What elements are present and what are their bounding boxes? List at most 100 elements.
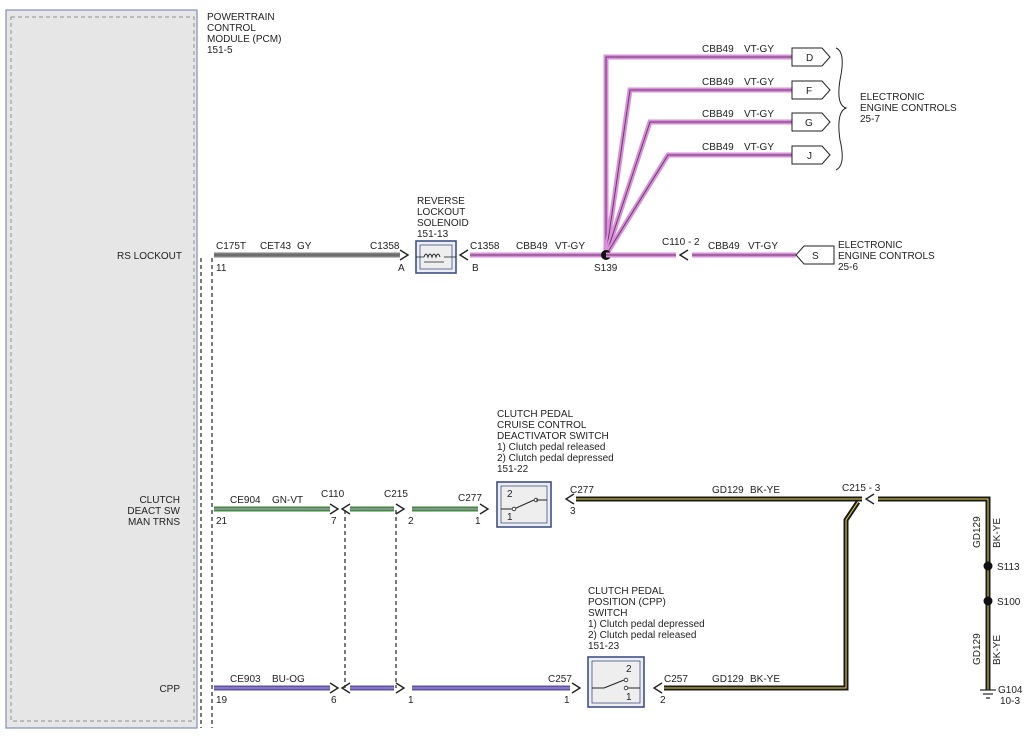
eec-bracket [835,47,848,171]
svg-text:25-7: 25-7 [860,114,880,125]
wire-ce904-color: GN-VT [272,495,303,506]
wire-gd129-cpp-label: GD129 [712,674,744,685]
svg-text:VT-GY: VT-GY [744,142,774,153]
switch-pos-2: 2 [507,489,513,500]
wire-cet43-color: GY [297,241,312,252]
pin-19: 19 [216,695,228,706]
svg-text:CLUTCH PEDAL: CLUTCH PEDAL [497,409,574,420]
svg-text:CBB49: CBB49 [702,142,734,153]
solenoid-title: REVERSE LOCKOUT SOLENOID 151-13 [417,196,469,240]
svg-text:BK-YE: BK-YE [992,635,1003,665]
wire-cbb49-b-color: VT-GY [555,241,585,252]
pcm-module [5,9,198,729]
svg-text:CBB49: CBB49 [702,109,734,120]
wire-ce903-color: BU-OG [272,674,305,685]
svg-text:2) Clutch pedal released: 2) Clutch pedal released [588,630,696,641]
pin-label-cpp: CPP [159,684,180,695]
pin-2-c257: 2 [660,695,666,706]
connector-arrow-a [399,249,410,261]
connector-arrow-b [458,249,469,261]
connector-c110-cpp [329,682,351,694]
cpp-switch-title: CLUTCH PEDAL POSITION (CPP) SWITCH 1) Cl… [588,586,705,652]
connector-c277-in [479,503,490,515]
ground-vertical-label-top: GD129 BK-YE [972,516,1003,548]
svg-text:25-6: 25-6 [838,262,858,273]
svg-text:S: S [812,251,819,262]
connector-arrow-c257-out [652,682,663,694]
svg-text:LOCKOUT: LOCKOUT [417,207,465,218]
wire-gd129-label: GD129 [712,485,744,496]
svg-text:CLUTCH PEDAL: CLUTCH PEDAL [588,586,665,597]
splice-s113 [983,561,993,571]
eec-branch-f: CBB49 VT-GY F [702,77,831,100]
connector-c257-out: C257 [664,674,688,685]
svg-text:ELECTRONIC: ELECTRONIC [838,240,902,251]
wire-gd129-cpp-color: BK-YE [750,674,780,685]
svg-text:POSITION (CPP): POSITION (CPP) [588,597,666,608]
wire-gd129-color: BK-YE [750,485,780,496]
pin-1-c257: 1 [564,695,570,706]
wire-cbb49-s-color: VT-GY [748,241,778,252]
splice-s100-label: S100 [997,597,1021,608]
clutch-switch-title: CLUTCH PEDAL CRUISE CONTROL DEACTIVATOR … [497,409,614,475]
connector-c110-clutch [329,503,351,515]
eec-connector-s: S [795,245,835,265]
connector-c110-label: C110 [321,489,345,500]
splice-s113-label: S113 [997,562,1020,573]
svg-text:F: F [806,86,812,97]
svg-text:151-13: 151-13 [417,229,449,240]
shield-lines [200,258,397,728]
eec-branch-wires [603,54,792,257]
pcm-title: POWERTRAIN CONTROL MODULE (PCM) 151-5 [207,12,281,56]
connector-c175t: C175T [216,241,246,252]
clutch-deactivator-switch [496,481,552,528]
connector-c215-clutch [395,503,406,515]
reverse-lockout-solenoid [415,240,457,274]
connector-c110-2: C110 - 2 [662,237,700,248]
splice-s139-label: S139 [594,263,618,274]
svg-text:ELECTRONIC: ELECTRONIC [860,92,924,103]
svg-text:MAN TRNS: MAN TRNS [128,517,180,528]
svg-text:2) Clutch pedal depressed: 2) Clutch pedal depressed [497,453,614,464]
svg-text:VT-GY: VT-GY [744,77,774,88]
cpp-switch [587,656,645,708]
connector-c257-label: C257 [548,674,572,685]
svg-text:151-22: 151-22 [497,464,529,475]
eec-top-label: ELECTRONIC ENGINE CONTROLS 25-7 [860,92,957,125]
svg-text:GD129: GD129 [972,633,983,665]
svg-text:J: J [807,151,812,162]
connector-arrow-c257-in [571,682,582,694]
connector-arrow-c277-out [564,493,575,505]
svg-text:SWITCH: SWITCH [588,608,627,619]
svg-text:CBB49: CBB49 [702,77,734,88]
connector-c215-cpp [395,682,406,694]
connector-c277-label: C277 [458,493,482,504]
eec-branch-d: CBB49 VT-GY D [702,44,831,67]
wire-gd129 [576,496,991,691]
ground-ref: 10-3 [1000,696,1020,707]
svg-text:GD129: GD129 [972,516,983,548]
switch-pos-1: 1 [507,512,513,523]
eec-branch-j: CBB49 VT-GY J [702,142,831,165]
pin-11: 11 [216,263,227,274]
svg-text:1) Clutch pedal depressed: 1) Clutch pedal depressed [588,619,705,630]
cpp-switch-pos-2: 2 [626,664,632,675]
pin-7: 7 [331,516,337,527]
svg-text:CONTROL: CONTROL [207,23,256,34]
connector-c215-label: C215 [384,489,408,500]
ground-symbol-icon [980,689,996,699]
pin-a: A [398,263,405,274]
svg-text:ENGINE CONTROLS: ENGINE CONTROLS [860,103,957,114]
svg-text:VT-GY: VT-GY [744,44,774,55]
ground-vertical-label-bottom: GD129 BK-YE [972,633,1003,665]
svg-text:POWERTRAIN: POWERTRAIN [207,12,275,23]
pin-1-c215: 1 [408,695,414,706]
svg-text:BK-YE: BK-YE [992,518,1003,548]
connector-arrow-c110-2 [678,249,689,261]
wire-cbb49-b-label: CBB49 [516,241,548,252]
svg-text:SOLENOID: SOLENOID [417,218,469,229]
wire-ce903-label: CE903 [230,674,261,685]
svg-text:CLUTCH: CLUTCH [139,495,180,506]
eec-branch-g: CBB49 VT-GY G [702,109,831,132]
